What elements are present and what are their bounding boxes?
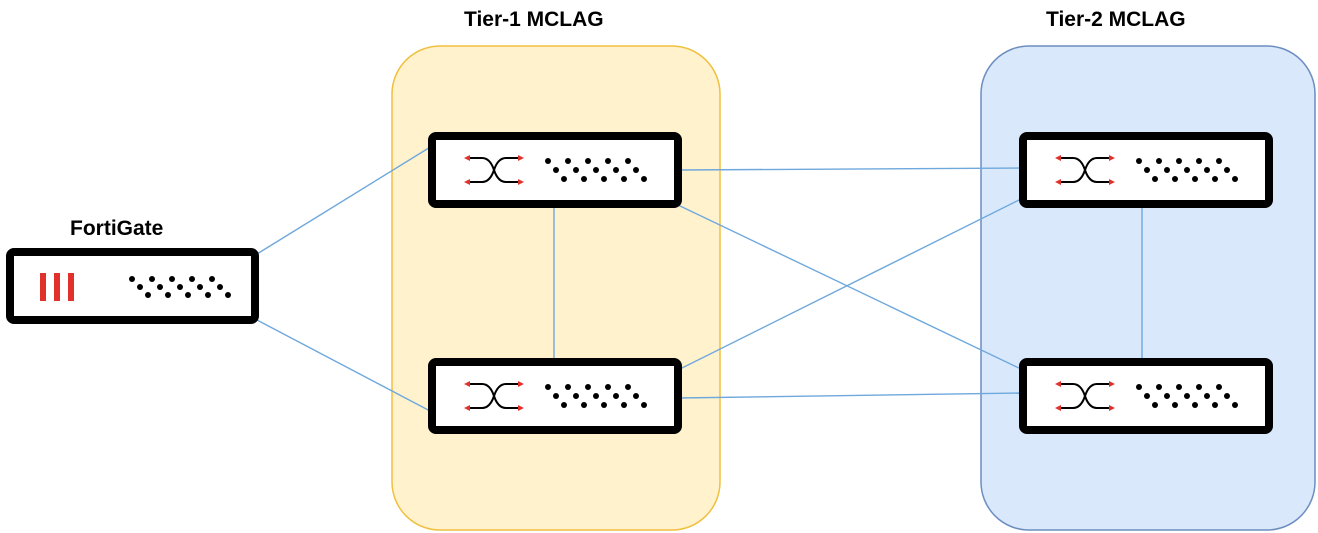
link-t1-bottom-t2-top: [677, 197, 1024, 371]
port-arrows: [464, 381, 524, 411]
link-fortigate-t1-top: [256, 145, 433, 255]
firewall-icon: [40, 273, 74, 301]
link-t1-top-t2-top: [677, 167, 1024, 171]
port-arrows: [464, 155, 524, 185]
switch-icon: [468, 157, 520, 183]
port-arrows: [1055, 381, 1115, 411]
switch-icon: [1059, 157, 1111, 183]
port-dots: [545, 158, 647, 182]
switch-icon: [1059, 383, 1111, 409]
port-dots: [545, 384, 647, 408]
fortigate-device: [6, 248, 259, 324]
link-t1-top-t2-bottom: [677, 204, 1024, 371]
tier1-mclag-group: [391, 45, 721, 531]
port-dots: [1136, 384, 1238, 408]
link-fortigate-t1-bottom: [256, 319, 433, 413]
links: [256, 145, 1143, 413]
switches: [428, 132, 1273, 434]
switch-t1-bottom: [428, 358, 682, 434]
switch-t1-top: [428, 132, 682, 208]
tier2-mclag-group: [980, 45, 1316, 531]
switch-t2-top: [1019, 132, 1273, 208]
port-dots: [129, 276, 231, 298]
port-arrows: [1055, 155, 1115, 185]
tier2-mclag-label: Tier-2 MCLAG: [1046, 8, 1186, 31]
port-dots: [1136, 158, 1238, 182]
switch-icon: [468, 383, 520, 409]
tier1-mclag-label: Tier-1 MCLAG: [464, 8, 604, 31]
fortigate-label: FortiGate: [70, 217, 164, 240]
link-t1-bottom-t2-bottom: [677, 392, 1024, 399]
device-chassis: [6, 248, 259, 324]
switch-t2-bottom: [1019, 358, 1273, 434]
